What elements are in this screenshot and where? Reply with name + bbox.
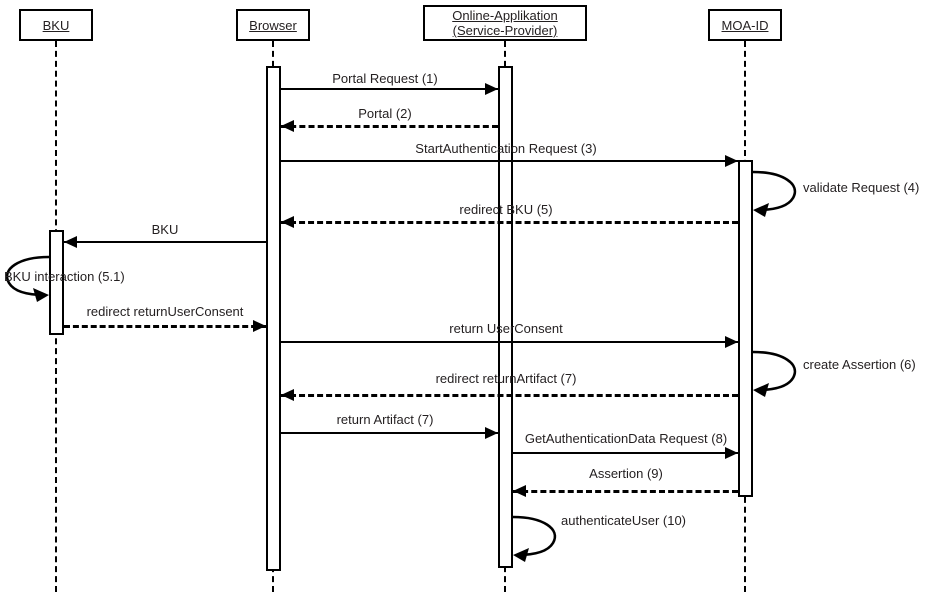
message-15-label: authenticateUser (10) (561, 513, 687, 528)
lifeline-label-moaid: MOA-ID (721, 17, 769, 33)
message-9-label: return UserConsent (449, 321, 563, 336)
message-3-arrowhead (724, 155, 738, 167)
message-2-label: Portal (2) (358, 106, 412, 121)
message-3-label: StartAuthentication Request (3) (415, 141, 597, 156)
message-11-arrowhead (280, 389, 294, 401)
message-8-arrowhead (252, 320, 266, 332)
lifeline-label-oa: Online-Applikation (Service-Provider) (452, 8, 558, 38)
lifeline-label-bku: BKU (42, 17, 70, 33)
activation-bar-browser[interactable] (265, 66, 281, 571)
message-12-label: return Artifact (7) (336, 412, 434, 427)
message-11-label: redirect returnArtifact (7) (435, 371, 577, 386)
message-9-arrowhead (724, 336, 738, 348)
message-1-label: Portal Request (1) (332, 71, 438, 86)
message-12-arrowhead (484, 427, 498, 439)
message-15-selfloop[interactable] (512, 515, 573, 563)
message-7-label: BKU interaction (5.1) (4, 269, 125, 284)
message-8-label: redirect returnUserConsent (86, 304, 244, 319)
activation-bar-bku[interactable] (48, 230, 64, 335)
activation-bar-moaid[interactable] (737, 160, 753, 497)
message-10-selfloop[interactable] (752, 350, 813, 398)
message-6-label: BKU (151, 222, 179, 237)
message-5-line[interactable] (280, 221, 738, 224)
message-13-label: GetAuthenticationData Request (8) (524, 431, 728, 446)
message-4-selfloop[interactable] (752, 170, 813, 218)
message-1-arrowhead (484, 83, 498, 95)
lifeline-header-moaid[interactable]: MOA-ID (708, 9, 782, 41)
lifeline-header-browser[interactable]: Browser (236, 9, 310, 41)
message-1-line[interactable] (280, 88, 498, 90)
message-5-label: redirect BKU (5) (459, 202, 553, 217)
message-12-line[interactable] (280, 432, 498, 434)
lifeline-header-oa[interactable]: Online-Applikation (Service-Provider) (423, 5, 587, 41)
message-14-label: Assertion (9) (589, 466, 663, 481)
message-5-arrowhead (280, 216, 294, 228)
message-10-label: create Assertion (6) (803, 357, 916, 372)
message-8-line[interactable] (63, 325, 266, 328)
message-4-label: validate Request (4) (803, 180, 920, 195)
activation-bar-oa[interactable] (497, 66, 513, 568)
lifeline-label-browser: Browser (249, 17, 297, 33)
message-6-line[interactable] (63, 241, 266, 243)
message-3-line[interactable] (280, 160, 738, 162)
message-13-arrowhead (724, 447, 738, 459)
message-2-arrowhead (280, 120, 294, 132)
message-9-line[interactable] (280, 341, 738, 343)
message-14-line[interactable] (512, 490, 738, 493)
message-14-arrowhead (512, 485, 526, 497)
message-7-selfloop[interactable] (0, 255, 49, 303)
message-13-line[interactable] (512, 452, 738, 454)
message-2-line[interactable] (280, 125, 498, 128)
lifeline-header-bku[interactable]: BKU (19, 9, 93, 41)
message-11-line[interactable] (280, 394, 738, 397)
message-6-arrowhead (63, 236, 77, 248)
